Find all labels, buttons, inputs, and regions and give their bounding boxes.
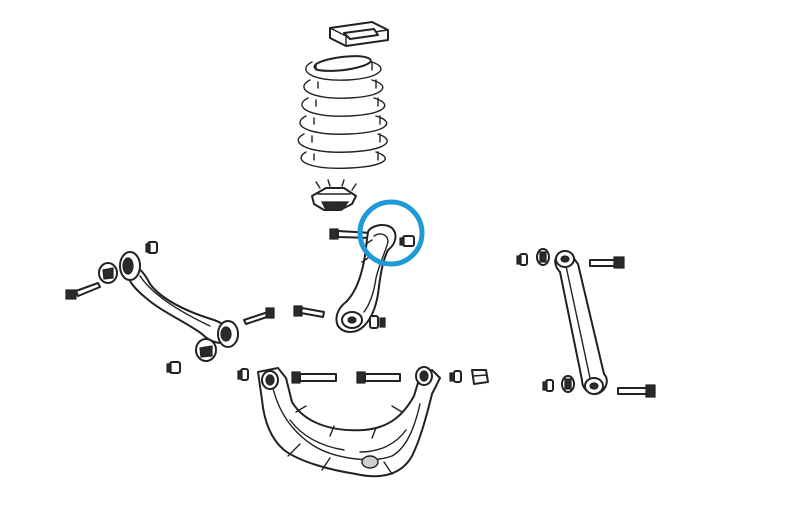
lateral-arm-outer-cam-washer: [98, 262, 118, 284]
lateral-arm-inner-cam-washer: [195, 338, 217, 362]
crossmember-left-nut: [237, 368, 249, 381]
crossmember-right-bolt: [356, 371, 401, 384]
toe-link-lower-nut: [542, 379, 554, 392]
toe-link-upper-nut: [516, 253, 528, 266]
toe-link: [554, 250, 608, 395]
lateral-arm-inner-nut: [166, 361, 181, 374]
lateral-arm-outer-bolt: [65, 282, 101, 300]
toe-link-lower-washer: [561, 375, 575, 393]
crossmember-cap: [471, 369, 489, 385]
spring-upper-isolator: [329, 21, 389, 47]
upper-control-arm-link: [335, 224, 397, 333]
lateral-arm-outer-nut: [145, 241, 158, 254]
lateral-arm: [119, 251, 239, 348]
upper-link-bolt: [329, 228, 373, 240]
toe-link-lower-bolt: [617, 384, 656, 398]
lateral-arm-inner-bolt: [243, 307, 275, 325]
spring-lower-isolator: [311, 179, 357, 211]
upper-link-lower-bolt: [293, 305, 325, 318]
toe-link-upper-bolt: [589, 256, 625, 269]
crossmember-left-bolt: [291, 371, 337, 384]
crossmember-right-nut: [449, 370, 462, 383]
toe-link-upper-washer: [536, 248, 550, 266]
coil-spring: [297, 55, 388, 169]
rear-crossmember: [257, 366, 441, 478]
upper-link-nut: [399, 235, 415, 247]
highlight-circle: [357, 199, 425, 267]
